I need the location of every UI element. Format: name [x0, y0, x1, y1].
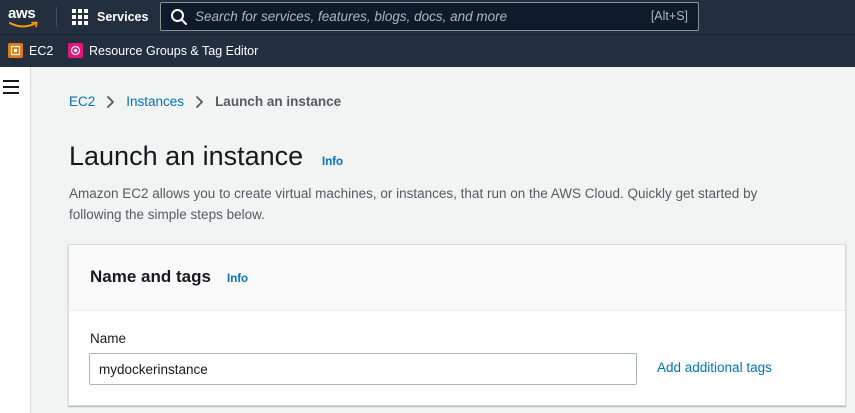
menu-toggle-icon[interactable] — [3, 80, 19, 94]
chevron-right-icon — [107, 95, 115, 108]
name-and-tags-info-link[interactable]: Info — [227, 273, 249, 285]
breadcrumb-instances-link[interactable]: Instances — [126, 94, 185, 109]
favorite-resource-groups-label: Resource Groups & Tag Editor — [89, 43, 259, 58]
favorite-resource-groups[interactable]: Resource Groups & Tag Editor — [68, 43, 258, 58]
nav-divider — [56, 7, 57, 27]
apps-grid-icon — [72, 9, 88, 25]
breadcrumb-ec2-link[interactable]: EC2 — [69, 94, 96, 109]
search-input[interactable] — [195, 9, 615, 24]
aws-logo-text: aws — [8, 5, 36, 22]
panel-header: Name and tags Info — [69, 245, 845, 311]
chevron-right-icon — [196, 95, 203, 108]
services-label: Services — [97, 10, 149, 24]
name-and-tags-panel: Name and tags Info Name Add additional t… — [68, 244, 846, 406]
page-description: Amazon EC2 allows you to create virtual … — [69, 186, 758, 222]
top-navigation: aws Services [Alt+S] — [0, 0, 855, 34]
favorites-bar: EC2 Resource Groups & Tag Editor — [0, 34, 855, 67]
ec2-icon — [8, 43, 23, 58]
name-field-label: Name — [90, 331, 127, 346]
search-shortcut-hint: [Alt+S] — [650, 9, 688, 23]
panel-title: Name and tags — [90, 267, 211, 286]
breadcrumb-current: Launch an instance — [215, 94, 342, 109]
breadcrumb: EC2 Instances Launch an instance — [69, 94, 341, 109]
favorite-ec2[interactable]: EC2 — [8, 43, 53, 58]
favorite-ec2-label: EC2 — [29, 43, 54, 58]
name-input[interactable] — [89, 353, 637, 385]
resource-groups-icon — [68, 43, 83, 58]
page-title: Launch an instance — [69, 141, 304, 171]
page-info-link[interactable]: Info — [322, 156, 344, 168]
search-icon — [171, 8, 187, 25]
search-bar[interactable]: [Alt+S] — [160, 2, 699, 31]
aws-smile-icon — [9, 21, 38, 28]
aws-logo[interactable]: aws — [8, 4, 40, 30]
services-menu-button[interactable]: Services — [72, 7, 148, 27]
add-additional-tags-link[interactable]: Add additional tags — [657, 360, 772, 375]
side-navigation-rail — [0, 67, 31, 413]
